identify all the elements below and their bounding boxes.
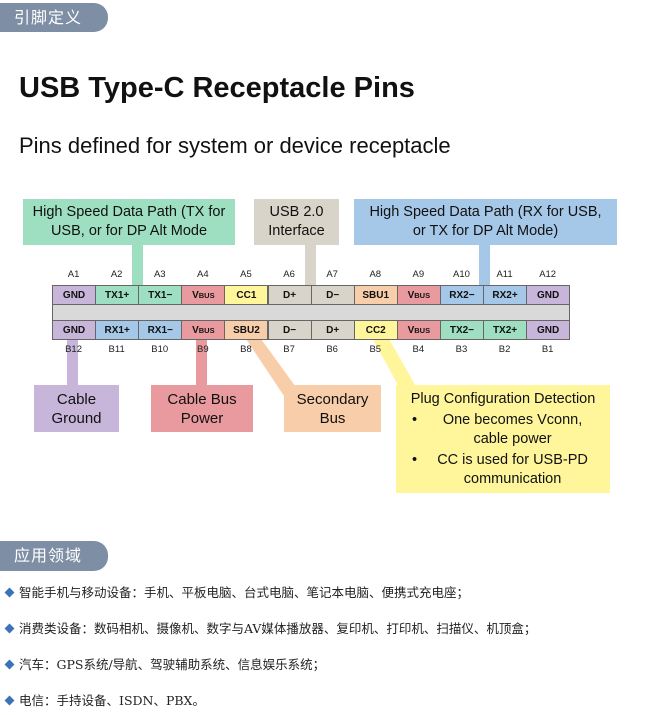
pin-a5: CC1 (224, 285, 269, 305)
pin-number-b12: B12 (65, 344, 82, 355)
pin-a11: RX2+ (483, 285, 528, 305)
diamond-bullet-icon (4, 623, 15, 634)
connector-cable-bus-power (196, 340, 207, 387)
diagram-subtitle: Pins defined for system or device recept… (19, 133, 451, 158)
box-cable-bus-power: Cable Bus Power (151, 385, 253, 432)
pin-number-a10: A10 (452, 269, 470, 280)
pin-number-b6: B6 (326, 344, 338, 355)
pin-number-a3: A3 (153, 269, 166, 280)
pin-number-b9: B9 (197, 344, 209, 355)
connector-plug-config (370, 330, 418, 396)
plug-config-item: •CC is used for USB-PD communication (412, 452, 588, 487)
pin-number-a5: A5 (240, 269, 252, 280)
pin-number-a1: A1 (67, 269, 80, 280)
pin-number-a7: A7 (326, 269, 338, 280)
pin-a7: D− (310, 285, 355, 305)
section-label-pin-definition: 引脚定义 (0, 3, 108, 32)
bullet-dot-icon: • (412, 412, 418, 428)
pin-number-a4: A4 (197, 269, 209, 280)
pin-number-a6: A6 (283, 269, 295, 280)
plug-config-list: •One becomes Vconn, cable power •CC is us… (396, 409, 610, 489)
pin-number-b5: B5 (369, 344, 382, 355)
connector-hs-tx (132, 244, 143, 286)
box-secondary-bus: Secondary Bus (284, 385, 381, 432)
pin-b6: D+ (310, 320, 355, 340)
plug-config-item: •One becomes Vconn, cable power (412, 412, 583, 447)
pin-b7: D− (267, 320, 312, 340)
pin-number-b8: B8 (240, 344, 252, 355)
application-item: 汽车：GPS系统/导航、驾驶辅助系统、信息娱乐系统； (4, 654, 325, 673)
pin-a3: TX1− (138, 285, 183, 305)
pin-b12: GND (52, 320, 97, 340)
pin-b10: RX1− (138, 320, 183, 340)
box-usb2-interface: USB 2.0 Interface (254, 199, 339, 245)
pin-number-a8: A8 (369, 269, 382, 280)
pin-a10: RX2− (439, 285, 484, 305)
diamond-bullet-icon (4, 587, 15, 598)
connector-usb2 (305, 244, 316, 286)
connector-hs-rx (479, 244, 490, 286)
pin-a8: SBU1 (353, 285, 398, 305)
connector-secondary-bus (244, 332, 298, 396)
box-plug-config-detection: Plug Configuration Detection •One become… (396, 385, 610, 493)
pin-number-a9: A9 (412, 269, 425, 280)
pin-a6: D+ (267, 285, 312, 305)
bullet-dot-icon: • (412, 452, 418, 468)
box-hs-data-path-rx: High Speed Data Path (RX for USB, or TX … (354, 199, 617, 245)
pin-number-b1: B1 (541, 344, 554, 355)
pin-number-b7: B7 (283, 344, 295, 355)
application-item: 电信：手持设备、ISDN、PBX。 (4, 690, 205, 709)
pin-a12: GND (526, 285, 571, 305)
diamond-bullet-icon (4, 659, 15, 670)
pin-number-b3: B3 (455, 344, 468, 355)
pin-b3: TX2− (439, 320, 484, 340)
diagram-title: USB Type-C Receptacle Pins (19, 72, 415, 104)
pin-b1: GND (526, 320, 571, 340)
box-hs-data-path-tx: High Speed Data Path (TX for USB, or for… (23, 199, 235, 245)
pin-number-b2: B2 (498, 344, 511, 355)
pin-number-a12: A12 (539, 269, 557, 280)
pin-b8: SBU2 (224, 320, 269, 340)
diamond-bullet-icon (4, 695, 15, 706)
pin-b5: CC2 (353, 320, 398, 340)
pin-b11: RX1+ (95, 320, 140, 340)
section-label-applications: 应用领域 (0, 541, 108, 571)
pin-connector-body (52, 304, 570, 320)
connector-cable-ground (67, 340, 78, 387)
application-item: 智能手机与移动设备：手机、平板电脑、台式电脑、笔记本电脑、便携式充电座； (4, 582, 469, 601)
pin-a2: TX1+ (95, 285, 140, 305)
pin-number-a2: A2 (110, 269, 123, 280)
pin-number-b11: B11 (108, 344, 125, 355)
pin-a1: GND (52, 285, 97, 305)
box-cable-ground: Cable Ground (34, 385, 119, 432)
pin-number-b4: B4 (412, 344, 425, 355)
plug-config-title: Plug Configuration Detection (410, 391, 596, 407)
pin-b2: TX2+ (483, 320, 528, 340)
pin-number-a11: A11 (496, 269, 513, 280)
pin-number-b10: B10 (151, 344, 169, 355)
application-item: 消费类设备：数码相机、摄像机、数字与AV媒体播放器、复印机、打印机、扫描仪、机顶… (4, 618, 536, 637)
